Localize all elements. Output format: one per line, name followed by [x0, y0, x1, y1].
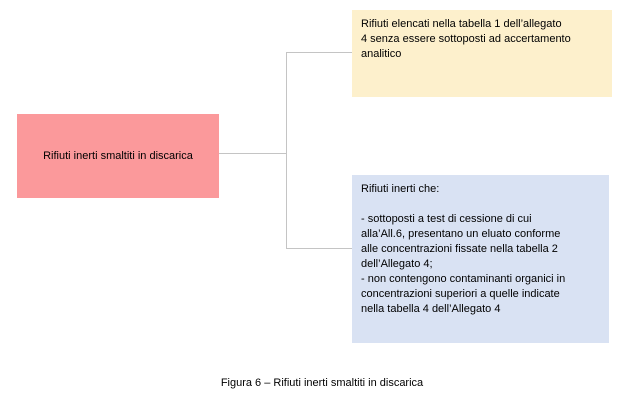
connector-top-branch [287, 52, 352, 53]
connector-trunk-vertical [286, 52, 287, 249]
connector-bottom-branch [287, 248, 352, 249]
root-box: Rifiuti inerti smaltiti in discarica [17, 114, 219, 198]
connector-root-horizontal [219, 153, 287, 154]
top-branch-box: Rifiuti elencati nella tabella 1 dell’al… [352, 10, 612, 97]
bottom-branch-box: Rifiuti inerti che: - sottoposti a test … [352, 175, 609, 343]
figure-caption: Figura 6 – Rifiuti inerti smaltiti in di… [220, 377, 424, 389]
